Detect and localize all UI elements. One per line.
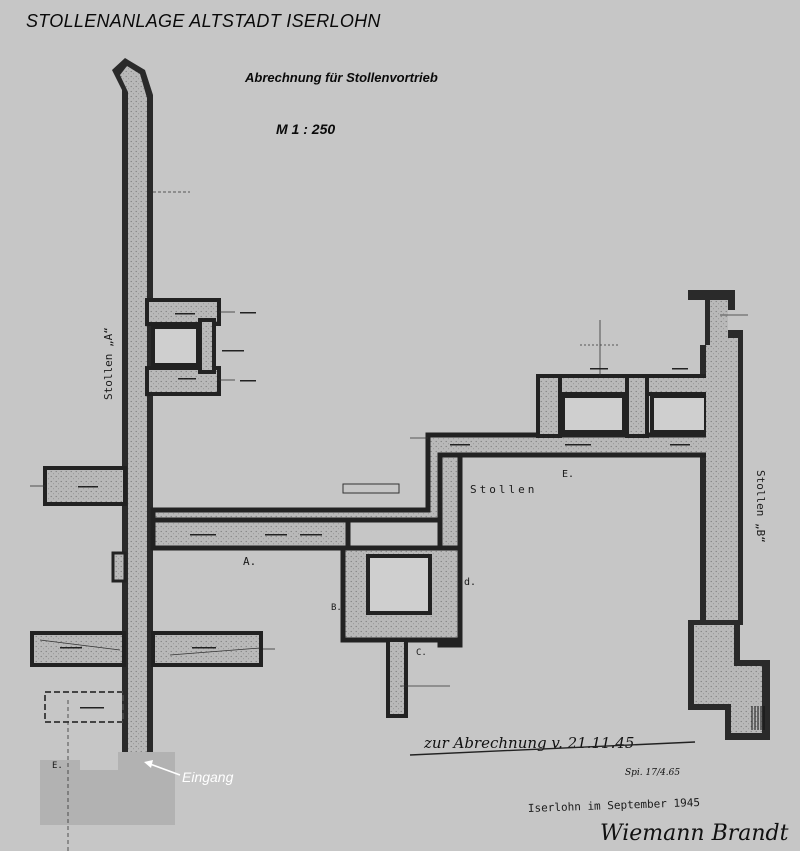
tunnel-fill xyxy=(30,66,762,825)
signature: Wiemann Brandt xyxy=(600,821,789,846)
initials-note: Spi. 17/4.65 xyxy=(625,768,680,778)
section-label-b: B. xyxy=(331,603,342,613)
entrance-e-label: E. xyxy=(52,761,63,771)
settlement-underline xyxy=(409,741,696,756)
stollen-b-label: Stollen „B“ xyxy=(754,470,767,543)
dimension-lines xyxy=(30,191,748,851)
dimension-glyphs xyxy=(60,312,690,709)
section-label-e: E. xyxy=(562,469,574,480)
scratched-word xyxy=(342,483,400,494)
section-label-c: C. xyxy=(416,648,427,658)
entrance-arrowhead xyxy=(144,760,153,768)
page-subtitle: Abrechnung für Stollenvortrieb xyxy=(245,70,438,85)
page-title: STOLLENANLAGE ALTSTADT ISERLOHN xyxy=(26,11,381,31)
place-date: Iserlohn im September 1945 xyxy=(528,796,701,815)
scale-label: M 1 : 250 xyxy=(276,121,336,137)
section-label-d: d. xyxy=(464,577,476,588)
middle-stollen-label: Stollen xyxy=(470,483,537,496)
section-label-a: A. xyxy=(243,555,256,568)
stollen-a-label: Stollen „A“ xyxy=(102,327,115,400)
entrance-arrow xyxy=(149,763,181,776)
entrance-label: Eingang xyxy=(182,769,234,785)
stair-hatch xyxy=(751,706,765,730)
